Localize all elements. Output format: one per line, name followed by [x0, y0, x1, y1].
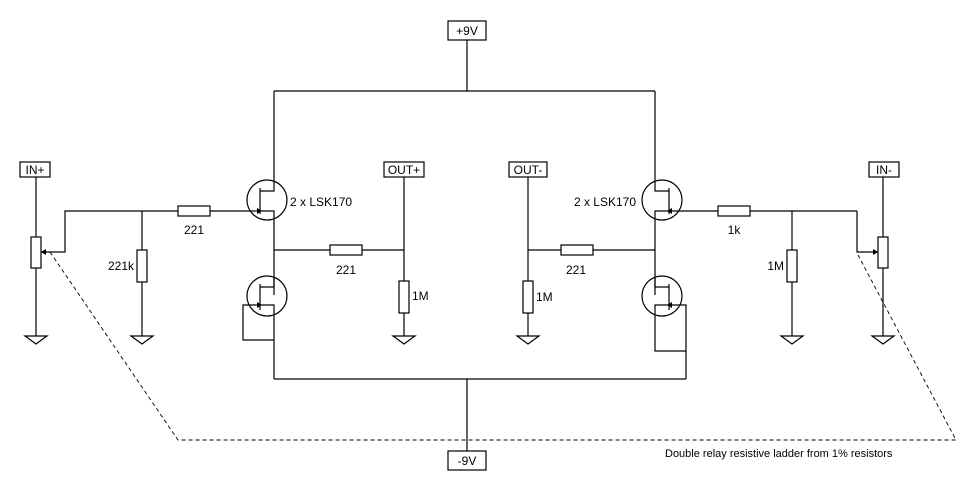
label-left-bridge: 221	[336, 263, 356, 277]
port-in-minus-label: IN-	[876, 163, 892, 177]
ground-symbol	[779, 335, 805, 345]
port-out-plus-label: OUT+	[388, 163, 420, 177]
ground-symbol	[391, 335, 417, 345]
right-jfet-pair	[641, 179, 687, 379]
right-input-network	[680, 177, 884, 336]
left-jfet-pair	[242, 179, 404, 379]
jfet-gate-arrow-left-lower	[257, 302, 262, 308]
label-right-bridge: 221	[566, 263, 586, 277]
ganged-link-dashed	[49, 251, 957, 441]
note-text: Double relay resistive ladder from 1% re…	[665, 448, 893, 460]
potentiometer-right	[873, 236, 889, 269]
resistor-right-output-load	[522, 280, 534, 314]
left-input-network	[35, 177, 249, 336]
resistor-left-output-load	[398, 280, 410, 314]
port-in-plus-label: IN+	[25, 163, 44, 177]
right-output-network	[527, 177, 655, 336]
jfet-gate-arrow-right-upper	[667, 208, 672, 214]
rail-positive-box: +9V	[447, 20, 487, 41]
transistor-label-left: 2 x LSK170	[290, 195, 352, 209]
ground-symbol	[23, 335, 49, 345]
label-right-output-load: 1M	[536, 290, 553, 304]
label-left-input-series: 221	[184, 223, 204, 237]
label-left-input-shunt: 221k	[108, 259, 135, 273]
resistor-right-input-shunt	[786, 249, 798, 283]
supply-wiring	[273, 40, 686, 451]
ground-symbol	[870, 335, 896, 345]
rail-positive-label: +9V	[456, 24, 478, 38]
ground-symbol	[515, 335, 541, 345]
port-out-plus: OUT+	[383, 161, 425, 178]
label-left-output-load: 1M	[412, 289, 429, 303]
rail-negative-label: -9V	[458, 454, 477, 468]
potentiometer-left	[30, 236, 46, 269]
port-in-minus: IN-	[868, 161, 900, 178]
port-out-minus: OUT-	[508, 161, 548, 178]
port-in-plus: IN+	[19, 161, 51, 178]
resistor-left-input-shunt	[136, 249, 148, 283]
rail-negative-box: -9V	[447, 450, 487, 471]
resistor-right-bridge	[560, 244, 594, 256]
label-right-input-series: 1k	[728, 223, 742, 237]
resistor-left-bridge	[329, 244, 363, 256]
jfet-gate-arrow-right-lower	[667, 302, 672, 308]
transistor-label-right: 2 x LSK170	[574, 195, 636, 209]
label-right-input-shunt: 1M	[767, 259, 784, 273]
port-out-minus-label: OUT-	[514, 163, 543, 177]
resistor-right-input-series	[717, 205, 751, 217]
ground-symbol	[129, 335, 155, 345]
jfet-gate-arrow-left-upper	[257, 208, 262, 214]
resistor-left-input-series	[177, 205, 211, 217]
